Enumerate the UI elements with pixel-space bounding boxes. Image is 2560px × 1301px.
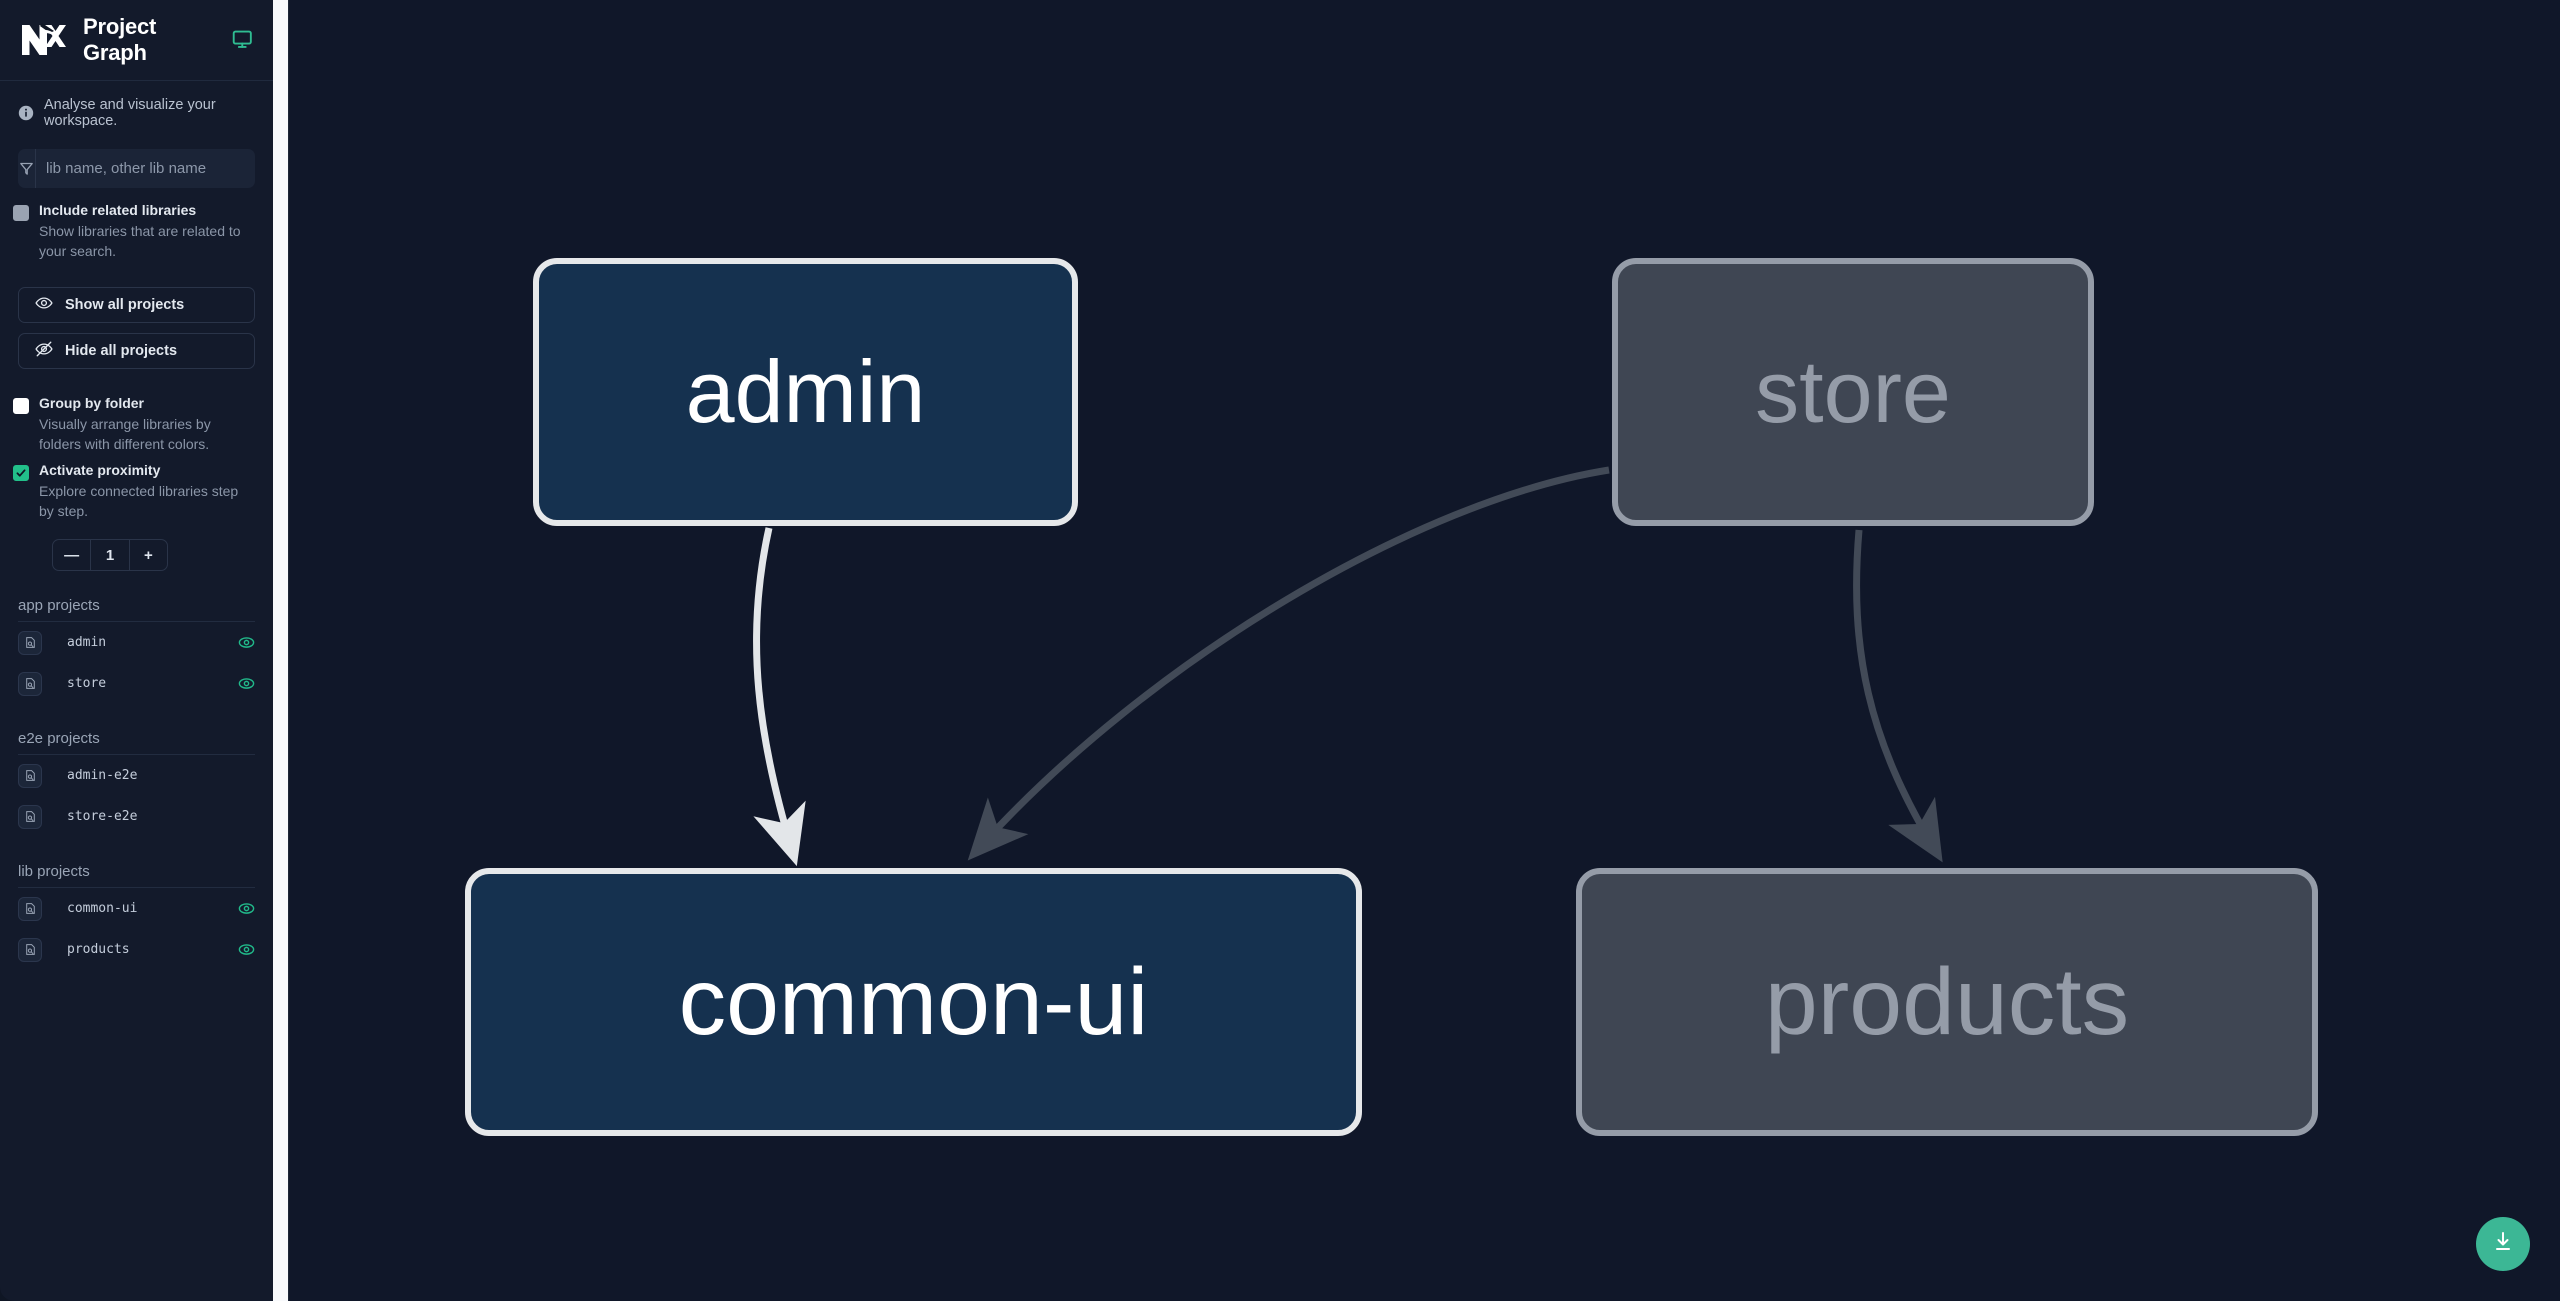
graph-node-label: admin [685, 342, 926, 441]
download-icon [2491, 1230, 2515, 1259]
project-name: store-e2e [67, 809, 138, 824]
graph-node-label: products [1764, 948, 2130, 1055]
sidebar-scrollbar[interactable] [273, 0, 288, 1301]
option-description: Explore connected libraries step by step… [39, 483, 239, 519]
project-name: common-ui [67, 901, 138, 916]
tagline: Analyse and visualize your workspace. [0, 81, 273, 129]
option-include-related-libraries[interactable]: Include related libraries Show libraries… [0, 188, 273, 261]
search-input[interactable] [36, 149, 255, 188]
project-row-admin[interactable]: admin [18, 622, 255, 663]
nx-logo-icon [20, 21, 66, 59]
option-description: Visually arrange libraries by folders wi… [39, 416, 211, 452]
option-label: Group by folder [39, 395, 144, 411]
graph-edges [753, 466, 1943, 867]
group-title: lib projects [18, 863, 255, 888]
include-related-checkbox[interactable] [13, 205, 29, 221]
search-container [0, 129, 273, 188]
hide-all-projects-button[interactable]: Hide all projects [18, 333, 255, 369]
eye-visible-icon[interactable] [238, 634, 255, 651]
group-title: e2e projects [18, 730, 255, 755]
search-box[interactable] [18, 149, 255, 188]
option-activate-proximity[interactable]: Activate proximity Explore connected lib… [0, 454, 273, 521]
edge-admin-to-common-ui [753, 527, 806, 867]
eye-visible-icon[interactable] [238, 941, 255, 958]
show-all-projects-button[interactable]: Show all projects [18, 287, 255, 323]
edge-store-to-common-ui [967, 466, 1610, 861]
proximity-decrement-button[interactable]: — [64, 546, 80, 564]
option-label: Activate proximity [39, 462, 161, 478]
download-graph-button[interactable] [2476, 1217, 2530, 1271]
eye-visible-icon[interactable] [238, 900, 255, 917]
graph-node-common-ui[interactable]: common-ui [465, 868, 1362, 1136]
project-icon [18, 937, 42, 962]
project-icon [18, 804, 42, 829]
project-group-lib: lib projects common-ui [0, 863, 273, 970]
activate-proximity-checkbox[interactable] [13, 465, 29, 481]
tagline-text: Analyse and visualize your workspace. [44, 97, 216, 129]
eye-icon [35, 294, 53, 316]
project-group-e2e: e2e projects admin-e2e stor [0, 730, 273, 837]
filter-icon[interactable] [18, 149, 36, 188]
project-row-store[interactable]: store [18, 663, 255, 704]
project-icon [18, 896, 42, 921]
page-title: Project Graph [83, 14, 157, 65]
proximity-value: 1 [90, 540, 130, 570]
edge-store-to-products [1853, 529, 1943, 863]
project-icon [18, 671, 42, 696]
project-row-store-e2e[interactable]: store-e2e [18, 796, 255, 837]
graph-node-products[interactable]: products [1576, 868, 2318, 1136]
option-label: Include related libraries [39, 202, 197, 218]
graph-node-label: common-ui [678, 948, 1149, 1055]
graph-canvas[interactable]: admin store common-ui products [289, 0, 2560, 1301]
project-icon [18, 763, 42, 788]
option-description: Show libraries that are related to your … [39, 223, 241, 259]
info-icon [18, 105, 34, 121]
project-name: store [67, 676, 107, 691]
project-name: admin [67, 635, 107, 650]
graph-node-label: store [1755, 342, 1951, 441]
sidebar: Project Graph Analy [0, 0, 273, 1301]
sidebar-scroll-region[interactable]: Project Graph Analy [0, 0, 273, 1301]
project-row-admin-e2e[interactable]: admin-e2e [18, 755, 255, 796]
eye-off-icon [35, 340, 53, 362]
option-group-by-folder[interactable]: Group by folder Visually arrange librari… [0, 369, 273, 454]
project-icon [18, 630, 42, 655]
hide-all-projects-label: Hide all projects [65, 343, 178, 359]
show-all-projects-label: Show all projects [65, 297, 185, 313]
sidebar-header: Project Graph [0, 0, 273, 81]
group-by-folder-checkbox[interactable] [13, 398, 29, 414]
sidebar-divider [288, 0, 289, 1301]
project-name: admin-e2e [67, 768, 138, 783]
graph-node-admin[interactable]: admin [533, 258, 1078, 526]
project-group-app: app projects admin [0, 597, 273, 704]
project-name: products [67, 942, 130, 957]
group-title: app projects [18, 597, 255, 622]
proximity-increment-button[interactable]: + [143, 546, 153, 564]
project-row-products[interactable]: products [18, 929, 255, 970]
proximity-stepper[interactable]: — 1 + [52, 539, 168, 571]
graph-node-store[interactable]: store [1612, 258, 2094, 526]
project-row-common-ui[interactable]: common-ui [18, 888, 255, 929]
eye-visible-icon[interactable] [238, 675, 255, 692]
monitor-icon[interactable] [232, 29, 253, 51]
